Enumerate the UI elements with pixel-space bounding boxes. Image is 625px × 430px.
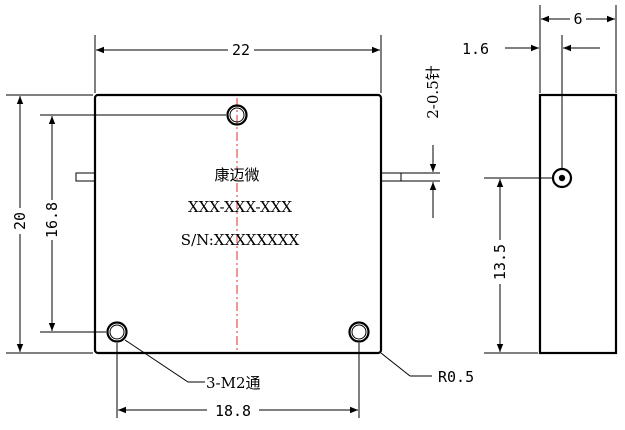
side-view (538, 93, 618, 355)
side-body (538, 93, 618, 355)
dimension-side-pin-height: 13.5 (484, 177, 552, 354)
height-value: 20 (11, 212, 29, 230)
dimension-height: 20 (6, 94, 93, 354)
module-body (93, 93, 383, 355)
brand-label: 康迈微 (214, 166, 259, 184)
holes-callout: 3-M2通 (206, 374, 261, 392)
width-value: 22 (232, 41, 250, 59)
dimension-width: 22 (94, 35, 382, 93)
corner-radius-callout: R0.5 (438, 368, 474, 386)
leader-holes: 3-M2通 (124, 339, 261, 392)
right-pin (380, 172, 402, 182)
side-pin (551, 167, 573, 189)
left-pin (75, 172, 96, 182)
side-pin-offset-value: 1.6 (462, 40, 489, 58)
hole-vertical-value: 16.8 (43, 202, 61, 238)
dimension-pin: 2-0.5针 (401, 65, 442, 218)
mounting-hole-bottom-left (106, 321, 128, 343)
dimension-hole-vertical: 16.8 (40, 114, 226, 333)
dimension-side-thickness: 6 (539, 5, 617, 93)
serial-number-label: S/N:XXXXXXXX (181, 231, 300, 249)
mounting-hole-bottom-right (348, 321, 370, 343)
front-view: 康迈微 XXX-XXX-XXX S/N:XXXXXXXX (75, 93, 402, 355)
part-number-label: XXX-XXX-XXX (188, 198, 292, 216)
side-pin-height-value: 13.5 (491, 244, 509, 280)
dimension-side-pin-offset: 1.6 (462, 35, 600, 168)
dimension-hole-horizontal: 18.8 (116, 343, 360, 420)
pin-callout: 2-0.5针 (424, 65, 442, 118)
side-thickness-value: 6 (573, 10, 582, 28)
mounting-hole-top (226, 104, 248, 126)
leader-corner-radius: R0.5 (380, 352, 474, 386)
hole-horizontal-value: 18.8 (215, 402, 251, 420)
